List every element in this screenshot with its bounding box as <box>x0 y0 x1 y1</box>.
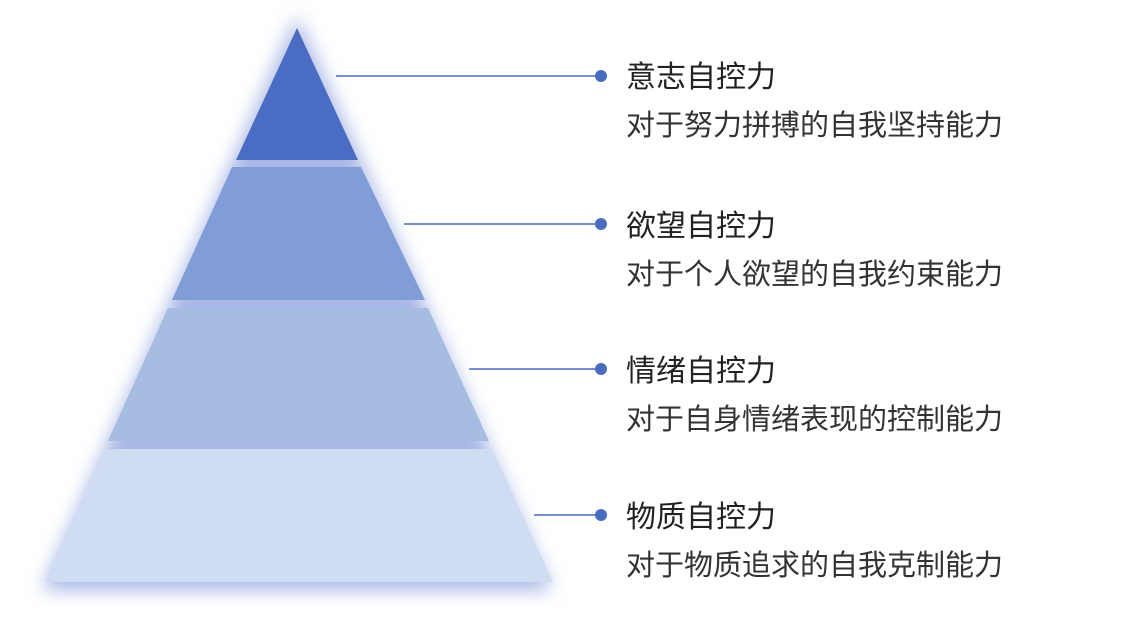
level-title-material: 物质自控力 <box>626 500 776 535</box>
level-title-desire: 欲望自控力 <box>626 209 776 244</box>
pyramid-layer-willpower <box>236 28 358 160</box>
connector-desire <box>404 218 607 230</box>
pyramid-layer-desire <box>172 167 425 300</box>
connector-material <box>534 509 607 521</box>
pyramid-layer-material <box>45 449 553 582</box>
level-description-willpower: 对于努力拼搏的自我坚持能力 <box>626 108 1003 142</box>
level-description-material: 对于物质追求的自我克制能力 <box>626 548 1003 582</box>
level-description-emotion: 对于自身情绪表现的控制能力 <box>626 402 1003 436</box>
pyramid-glow <box>42 16 552 590</box>
pyramid-layer-emotion <box>108 308 489 441</box>
level-description-desire: 对于个人欲望的自我约束能力 <box>626 257 1003 291</box>
level-title-emotion: 情绪自控力 <box>626 354 776 389</box>
connector-willpower <box>336 70 607 82</box>
connector-emotion <box>469 363 607 375</box>
level-title-willpower: 意志自控力 <box>626 60 776 95</box>
